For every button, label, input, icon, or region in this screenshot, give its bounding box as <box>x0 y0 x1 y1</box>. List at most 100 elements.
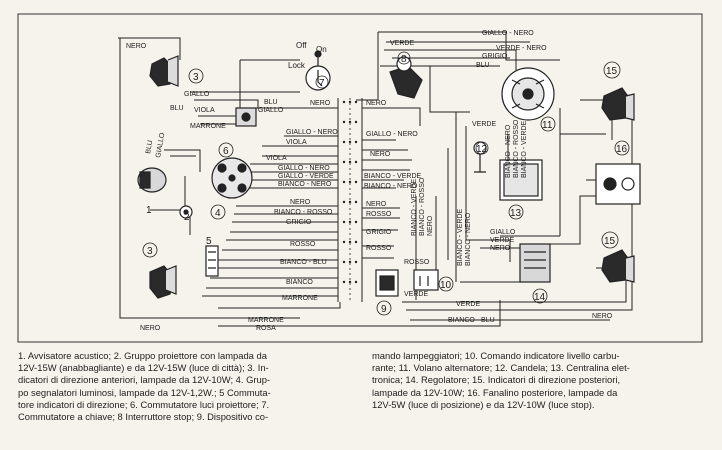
callout-12: 12 <box>476 144 488 155</box>
harness-connectors <box>342 100 358 284</box>
wire-label-verde-low: VERDE <box>456 301 480 308</box>
fuel-level-sender <box>413 269 439 291</box>
caption-line: lampade da 12V-10W; 16. Fanalino posteri… <box>372 386 618 398</box>
rear-indicator-top <box>601 87 635 121</box>
wire-label-grigio-top: GRIGIO <box>482 53 508 60</box>
key-switch-off-label: Off <box>296 41 307 50</box>
wire-label-giallo-nero-top: GIALLO - NERO <box>482 30 534 37</box>
callout-5: 5 <box>206 236 212 247</box>
callout-15-bottom: 15 <box>604 236 616 247</box>
wire-label-grigio-h2: GRIGIO <box>366 229 392 236</box>
wire-label-giallo-nero-h: GIALLO - NERO <box>278 165 330 172</box>
wire-label-viola-mid: VIOLA <box>286 139 307 146</box>
wire-label-bianco-blu-low: BIANCO - BLU <box>448 317 495 324</box>
callout-8: 8 <box>401 54 407 65</box>
wire-labels: NERO GIALLO - NERO VERDE VERDE - NERO GR… <box>126 30 613 332</box>
callout-10: 10 <box>440 280 452 291</box>
flywheel-alternator <box>501 67 555 121</box>
callout-7: 7 <box>319 78 325 89</box>
wire-label-nero-h1: NERO <box>370 151 391 158</box>
callout-9: 9 <box>381 304 387 315</box>
caption-line: tronica; 14. Regolatore; 15. Indicatori … <box>372 374 621 386</box>
wire-top-1 <box>118 37 181 60</box>
caption-line: dicatori di direzione anteriori, lampade… <box>18 374 271 386</box>
caption-line: 12V-15W (anabbagliante) e da 12V-15W (lu… <box>18 362 269 374</box>
wire-label-marrone-upper: MARRONE <box>190 123 226 130</box>
wire-top-4 <box>378 31 560 61</box>
wire-label-giallo-mid: GIALLO <box>258 107 284 114</box>
callout-4: 4 <box>215 208 221 219</box>
wire-label-bianco-blu-h: BIANCO - BLU <box>280 259 327 266</box>
wire-label-bianco-h: BIANCO <box>286 279 313 286</box>
wire-label-bianco-rosso-vr: BIANCO - ROSSO <box>419 177 426 236</box>
components <box>137 50 641 299</box>
wire-label-blu-left: BLU <box>145 140 154 155</box>
wire-label-bianco-nero-h: BIANCO - NERO <box>278 181 332 188</box>
caption-line: tore indicatori di direzione; 6. Commuta… <box>18 398 270 410</box>
wire-label-grigio-h: GRIGIO <box>286 219 312 226</box>
callout-6: 6 <box>223 146 229 157</box>
wire-low-2 <box>218 302 341 309</box>
callout-1: 1 <box>146 205 152 216</box>
wire-label-bianco-rosso-v: BIANCO - ROSSO <box>513 119 520 178</box>
wire-label-blu-mid: BLU <box>170 105 184 112</box>
callout-3-bottom: 3 <box>147 246 153 257</box>
wire-rs-11 <box>548 195 596 245</box>
wire-label-rosso-r: ROSSO <box>404 259 430 266</box>
callout-2: 2 <box>184 212 190 223</box>
caption-line: mando lampeggiatori; 10. Comando indicat… <box>372 350 620 361</box>
callout-15-top: 15 <box>606 66 618 77</box>
wire-label-giallo-upper: GIALLO <box>184 91 210 98</box>
wire-label-nero-low-left: NERO <box>140 325 161 332</box>
wire-label-verde-top: VERDE <box>390 40 414 47</box>
caption-right-column: mando lampeggiatori; 10. Comando indicat… <box>372 350 630 411</box>
wire-label-rosso-h: ROSSO <box>366 211 392 218</box>
wire-label-marrone-h: MARRONE <box>282 295 318 302</box>
wire-label-rosso-h3: ROSSO <box>366 245 392 252</box>
diagram-frame <box>17 13 703 343</box>
wire-label-verde-right: VERDE <box>472 121 496 128</box>
callout-13: 13 <box>510 208 522 219</box>
wire-label-marrone-low: MARRONE <box>248 317 284 324</box>
wire-label-rosa-low: ROSA <box>256 325 276 332</box>
indicator-switch <box>205 245 219 277</box>
wire-label-bianco-nero-h2: BIANCO - NERO <box>364 183 418 190</box>
wire-left-5 <box>164 149 201 172</box>
hazard-control <box>375 269 399 297</box>
wire-label-giallo-r: GIALLO <box>490 229 516 236</box>
wire-top-6 <box>384 49 517 70</box>
electronic-control-unit <box>499 159 543 201</box>
wire-label-bianco-verde-h: BIANCO - VERDE <box>364 173 422 180</box>
wire-label-bianco-verde-vr: BIANCO - VERDE <box>411 178 418 236</box>
wire-label-verde-nero-top: VERDE - NERO <box>496 45 547 52</box>
component-callouts <box>142 51 630 316</box>
caption-line: Commutatore a chiave; 8 Interruttore sto… <box>18 411 269 423</box>
key-switch <box>305 50 331 91</box>
wire-label-viola-upper: VIOLA <box>194 107 215 114</box>
wire-label-nero-r: NERO <box>490 245 511 252</box>
callout-16: 16 <box>616 144 628 155</box>
wire-label-bianco-nero-v: BIANCO - NERO <box>505 124 512 178</box>
wire-label-bianco-rosso-h: BIANCO - ROSSO <box>274 209 333 216</box>
wire-left-2 <box>194 99 259 108</box>
wire-label-nero-h2: NERO <box>290 199 311 206</box>
wire-r-1 <box>362 107 421 126</box>
wire-top-2 <box>119 38 140 319</box>
caption-line: rante; 11. Volano alternatore; 12. Cande… <box>372 362 630 374</box>
tail-light <box>595 163 641 205</box>
wire-label-nero-h3: NERO <box>366 201 387 208</box>
signal-lamps <box>235 107 257 127</box>
wire-rs-9 <box>480 239 511 262</box>
rear-indicator-bottom <box>601 249 635 283</box>
wire-label-nero-vr: NERO <box>427 215 434 236</box>
caption-line: 1. Avvisatore acustico; 2. Gruppo proiet… <box>18 350 267 361</box>
caption-line: po segnalatori luminosi, lampade da 12V-… <box>18 386 271 398</box>
callout-14: 14 <box>534 292 546 303</box>
wire-label-bianco-verde-v: BIANCO - VERDE <box>521 120 528 178</box>
wire-label-bianco-nero-r: BIANCO - NERO <box>465 212 472 266</box>
regulator <box>519 243 551 283</box>
component-numbers: 1 2 3 4 5 6 7 8 9 10 11 12 13 14 15 16 3… <box>146 54 628 315</box>
wire-low-3 <box>218 300 501 327</box>
